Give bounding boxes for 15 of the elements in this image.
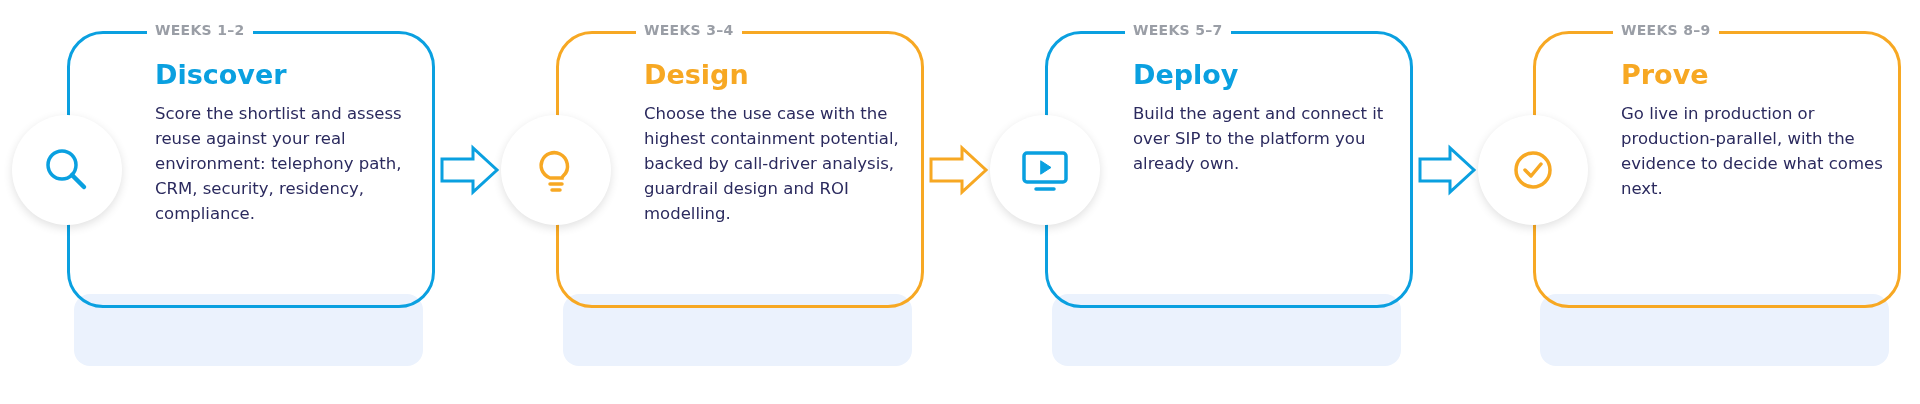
phase-title: Design xyxy=(644,59,749,90)
phase-duration: WEEKS 5–7 xyxy=(1125,22,1231,38)
arrow xyxy=(1418,144,1477,196)
phase-description: Go live in production or production-parallel, with the evidence to decide what comes next. xyxy=(1621,103,1884,200)
phase-duration: WEEKS 1–2 xyxy=(147,22,253,38)
phase-title: Prove xyxy=(1621,59,1709,90)
arrow xyxy=(929,144,989,196)
phase-description: Score the shortlist and assess reuse against your real environment: telephony path, CRM, security, residency, compliance. xyxy=(155,103,403,225)
phase-description: Build the agent and connect it over SIP to the platform you already own. xyxy=(1133,103,1385,175)
arrow xyxy=(440,144,500,196)
phase-duration: WEEKS 8–9 xyxy=(1613,22,1719,38)
phase-title: Discover xyxy=(155,59,287,90)
phase-duration: WEEKS 3–4 xyxy=(636,22,742,38)
phase-title: Deploy xyxy=(1133,59,1239,90)
phase-description: Choose the use case with the highest containment potential, backed by call-driver analysis, guardrail design and ROI modelling. xyxy=(644,103,900,225)
